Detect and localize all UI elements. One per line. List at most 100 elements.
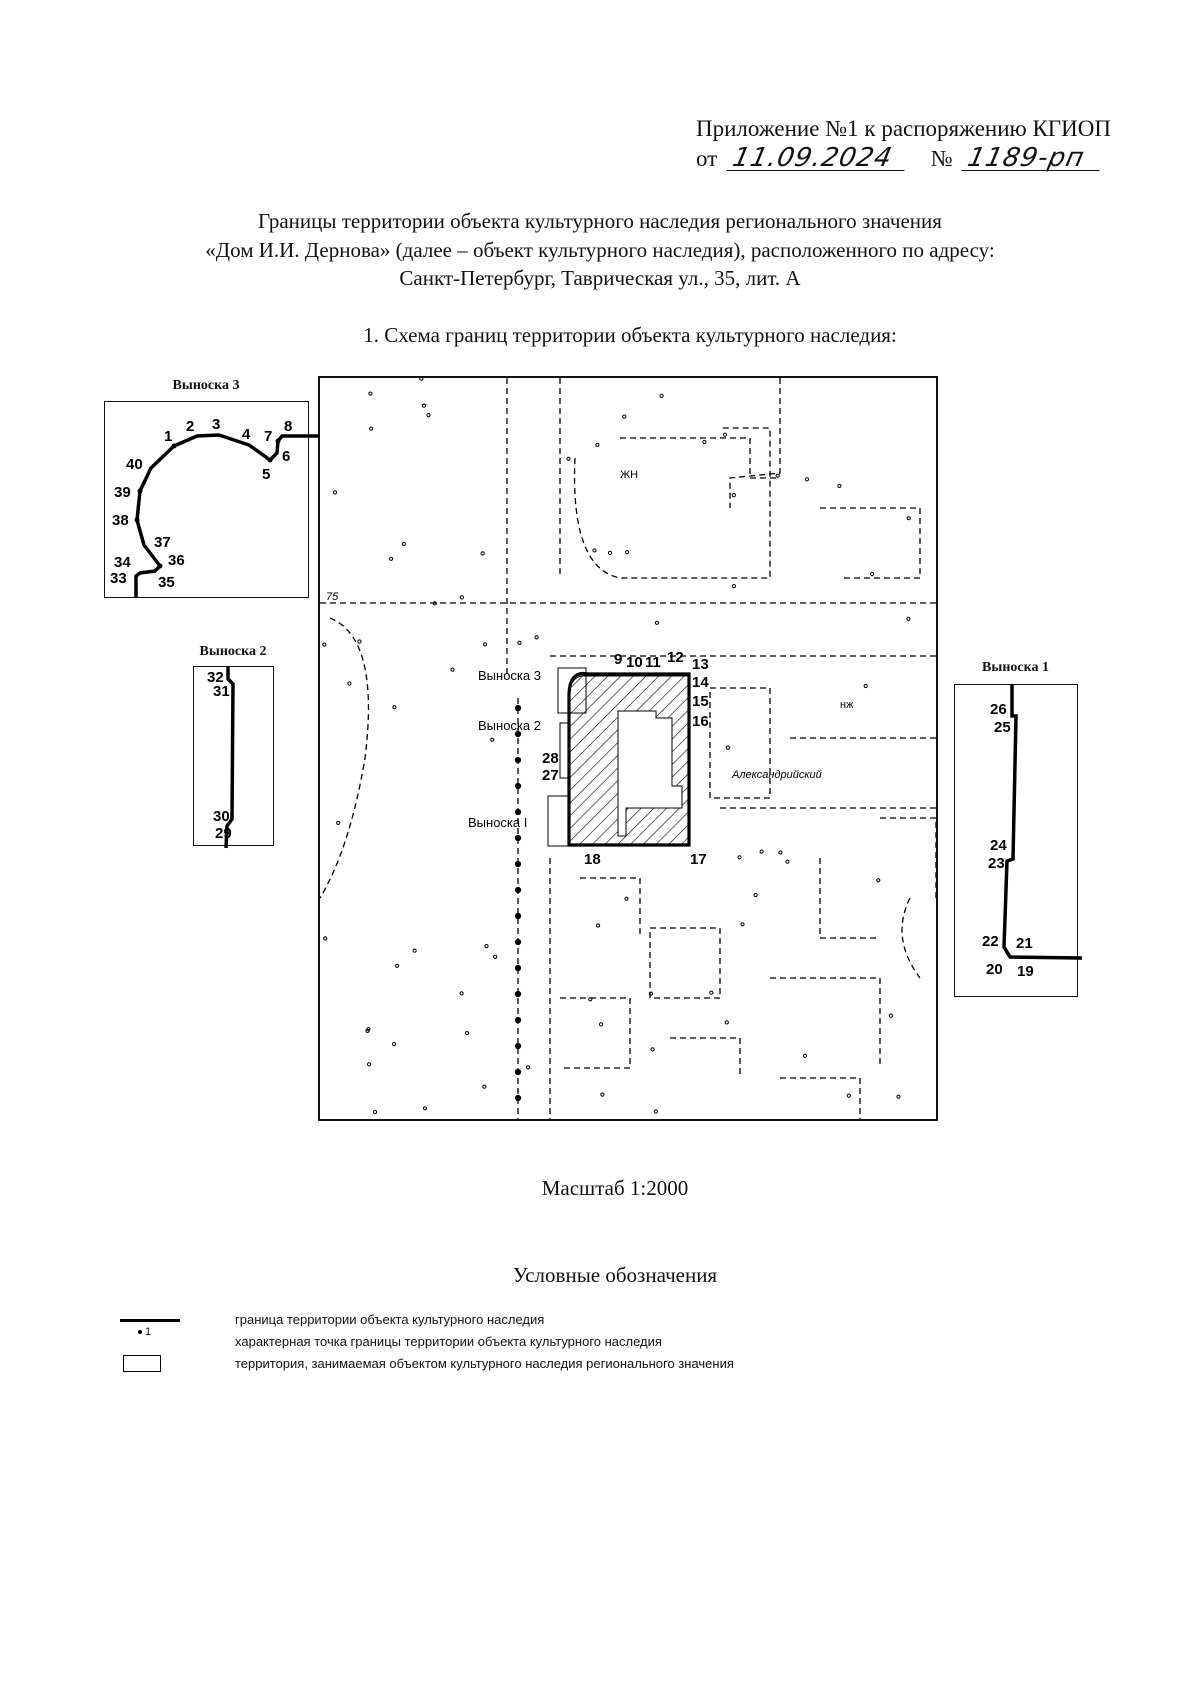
map-linework xyxy=(906,516,911,521)
street-label: Александрийский xyxy=(731,769,822,781)
map-linework xyxy=(514,782,522,790)
legend-title: Условные обозначения xyxy=(512,1263,718,1287)
map-linework xyxy=(648,991,653,996)
territory-boundary xyxy=(567,671,691,847)
point-label: 34 xyxy=(114,554,131,571)
point-label: 3 xyxy=(212,416,220,433)
boundary-line xyxy=(224,666,235,849)
map-linework xyxy=(514,756,522,764)
map-linework xyxy=(729,378,781,508)
title-line-3: Санкт-Петербург, Таврическая ул., 35, ли… xyxy=(399,266,801,290)
cadastral-map: Выноска 3 Выноска 2 Выноска I 9 10 11 12… xyxy=(318,376,938,1121)
map-linework xyxy=(896,1094,901,1099)
point-label: 24 xyxy=(990,837,1007,854)
callout-3-box: 1 2 3 4 5 6 7 8 33 34 35 36 37 38 39 40 xyxy=(104,401,318,598)
map-linework xyxy=(650,1047,655,1052)
point-label: 27 xyxy=(542,767,559,784)
callout-1-title: Выноска 1 xyxy=(982,660,1049,675)
map-linework xyxy=(876,878,881,883)
point-label: 9 xyxy=(614,651,622,668)
map-linework xyxy=(596,923,601,928)
point-label: 2 xyxy=(186,418,194,435)
callout-1-box: 19 20 21 22 23 24 25 26 xyxy=(954,684,1083,997)
order-number: 1189-рп xyxy=(961,143,1106,173)
map-linework xyxy=(620,437,780,479)
point-label: 22 xyxy=(982,933,999,950)
map-linework xyxy=(731,584,736,589)
map-linework xyxy=(367,1062,372,1067)
point-label: 10 xyxy=(626,654,643,671)
point-label: 17 xyxy=(690,851,707,868)
point-label: 37 xyxy=(154,534,171,551)
map-linework xyxy=(332,490,338,495)
map-linework xyxy=(514,938,522,946)
map-linework xyxy=(780,1077,861,1119)
map-linework xyxy=(588,997,593,1002)
callout-3-title: Выноска 3 xyxy=(172,378,240,393)
map-linework xyxy=(526,1065,531,1070)
map-linework xyxy=(422,1106,428,1111)
map-linework xyxy=(395,963,400,968)
point-label: 5 xyxy=(262,466,270,483)
callout-2-title: Выноска 2 xyxy=(199,644,267,659)
legend-item-territory: территория, занимаемая объектом культурн… xyxy=(235,1356,734,1371)
callout-2-label: Выноска 2 xyxy=(478,718,541,733)
point-label: 40 xyxy=(126,456,143,473)
callout-1-label: Выноска I xyxy=(468,815,527,830)
map-linework xyxy=(459,991,464,996)
callout-3-drawing: 1 2 3 4 5 6 7 8 33 34 35 36 37 38 39 40 xyxy=(110,416,318,597)
map-linework xyxy=(336,820,341,825)
order-date: 11.09.2024 xyxy=(726,143,910,173)
map-linework xyxy=(432,601,437,606)
map-linework xyxy=(514,964,522,972)
map-linework xyxy=(401,541,406,546)
point-label: 39 xyxy=(114,484,131,501)
number-prefix: № xyxy=(930,146,953,171)
map-linework xyxy=(837,483,842,489)
boundary-line xyxy=(1002,684,1083,960)
map-linework xyxy=(365,1028,370,1034)
point-label: 11 xyxy=(645,654,661,671)
map-linework xyxy=(819,858,880,939)
point-label: 7 xyxy=(264,428,272,445)
map-linework xyxy=(670,1037,741,1078)
map-linework xyxy=(573,427,771,579)
section-heading: 1. Схема границ территории объекта культ… xyxy=(363,323,897,347)
map-linework xyxy=(534,635,539,640)
map-linework xyxy=(464,1031,470,1036)
map-linework xyxy=(320,617,370,899)
map-linework xyxy=(517,640,522,645)
map-linework xyxy=(490,737,495,742)
map-linework xyxy=(323,936,328,941)
map-linework xyxy=(906,616,911,621)
map-linework xyxy=(426,413,431,418)
map-linework xyxy=(595,442,600,447)
point-label: 20 xyxy=(986,961,1003,978)
map-linework xyxy=(649,927,721,999)
point-label: 15 xyxy=(692,693,709,710)
map-linework xyxy=(592,548,597,553)
map-linework xyxy=(514,808,522,816)
map-linework xyxy=(870,571,875,577)
map-linework xyxy=(580,877,641,938)
map-linework xyxy=(599,1022,604,1027)
map-linework xyxy=(722,432,728,437)
map-linework xyxy=(421,403,427,408)
map-linework xyxy=(419,378,424,381)
map-linework xyxy=(753,892,758,898)
callout-1-drawing: 19 20 21 22 23 24 25 26 xyxy=(982,684,1083,980)
point-label: 28 xyxy=(542,750,559,767)
map-scale: Масштаб 1:2000 xyxy=(541,1176,689,1200)
map-linework xyxy=(802,1053,808,1058)
order-line: от 11.09.2024 № 1189-рп xyxy=(696,143,1106,173)
map-linework xyxy=(759,849,764,854)
map-linework xyxy=(322,642,327,647)
callout-3-label: Выноска 3 xyxy=(478,668,541,683)
point-label: 23 xyxy=(988,855,1005,872)
map-linework xyxy=(888,1013,894,1018)
callout-2-frame xyxy=(559,722,571,779)
point-label: 13 xyxy=(692,656,709,673)
map-linework xyxy=(514,834,522,842)
map-linework xyxy=(901,897,921,979)
map-linework xyxy=(347,681,352,686)
